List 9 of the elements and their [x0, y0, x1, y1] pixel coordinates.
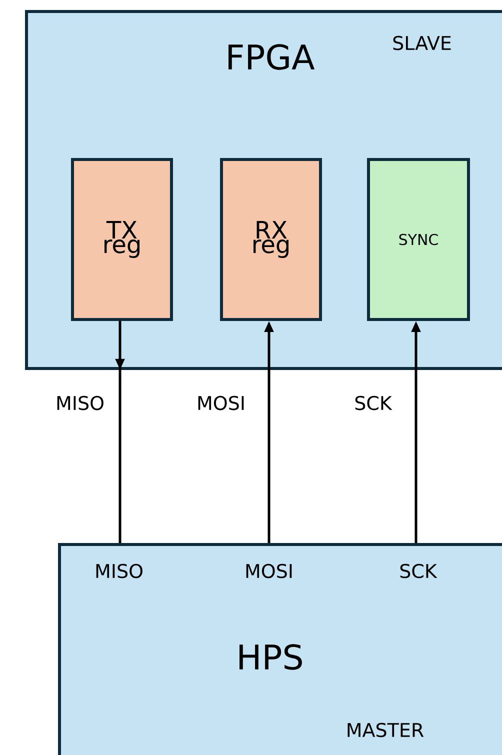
- pin-label: SCK: [400, 564, 438, 578]
- edge-label: MISO: [54, 394, 106, 412]
- register-box: RX reg: [220, 158, 322, 321]
- pin-label: MISO: [96, 564, 142, 578]
- edge-label: MOSI: [196, 394, 246, 412]
- register-box: TX reg: [71, 158, 173, 321]
- edge-label: SCK: [353, 394, 393, 412]
- pin-label: MOSI: [246, 564, 292, 578]
- register-box: SYNC: [367, 158, 470, 321]
